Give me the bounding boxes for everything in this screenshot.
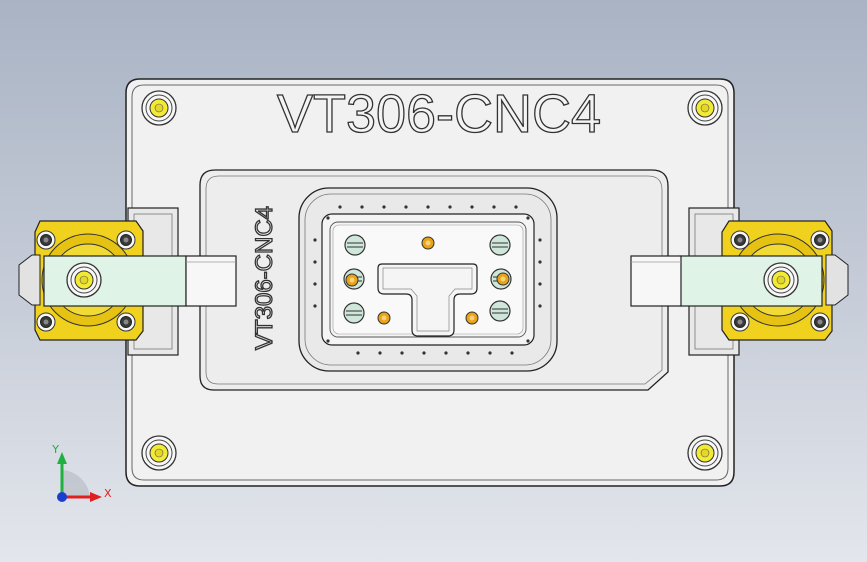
clamp-mount-bolt [730, 230, 750, 250]
part-cutout [377, 263, 478, 337]
right-toggle-clamp[interactable] [630, 207, 849, 356]
screw [489, 234, 511, 256]
screw [344, 234, 366, 256]
locating-pin [496, 272, 510, 286]
axis-triad: Y X [51, 443, 112, 502]
z-axis-dot [57, 492, 67, 502]
clamp-mount-bolt [810, 230, 830, 250]
part-number-engraving: VT306-CNC4 [277, 84, 601, 144]
y-axis-arrowhead [57, 452, 67, 464]
side-engraving: VT306-CNC4 [251, 206, 278, 350]
clamp-mount-bolt [810, 312, 830, 332]
screw [343, 302, 365, 324]
clamp-mount-bolt [36, 312, 56, 332]
screw [489, 300, 511, 322]
y-axis-label: Y [51, 443, 59, 456]
corner-bolt [687, 90, 723, 126]
clamp-pivot-bolt [763, 262, 799, 298]
locating-pin [465, 311, 479, 325]
clamp-mount-bolt [116, 312, 136, 332]
clamp-mount-bolt [36, 230, 56, 250]
corner-bolt [141, 90, 177, 126]
corner-bolt [687, 435, 723, 471]
clamp-mount-bolt [730, 312, 750, 332]
locating-pin [345, 273, 359, 287]
locating-pin [377, 311, 391, 325]
x-axis-label: X [104, 487, 112, 500]
x-axis-arrowhead [90, 492, 102, 502]
corner-bolt [141, 435, 177, 471]
left-toggle-clamp[interactable] [18, 207, 237, 356]
locating-pin [421, 236, 435, 250]
clamp-mount-bolt [116, 230, 136, 250]
clamp-pivot-bolt [66, 262, 102, 298]
